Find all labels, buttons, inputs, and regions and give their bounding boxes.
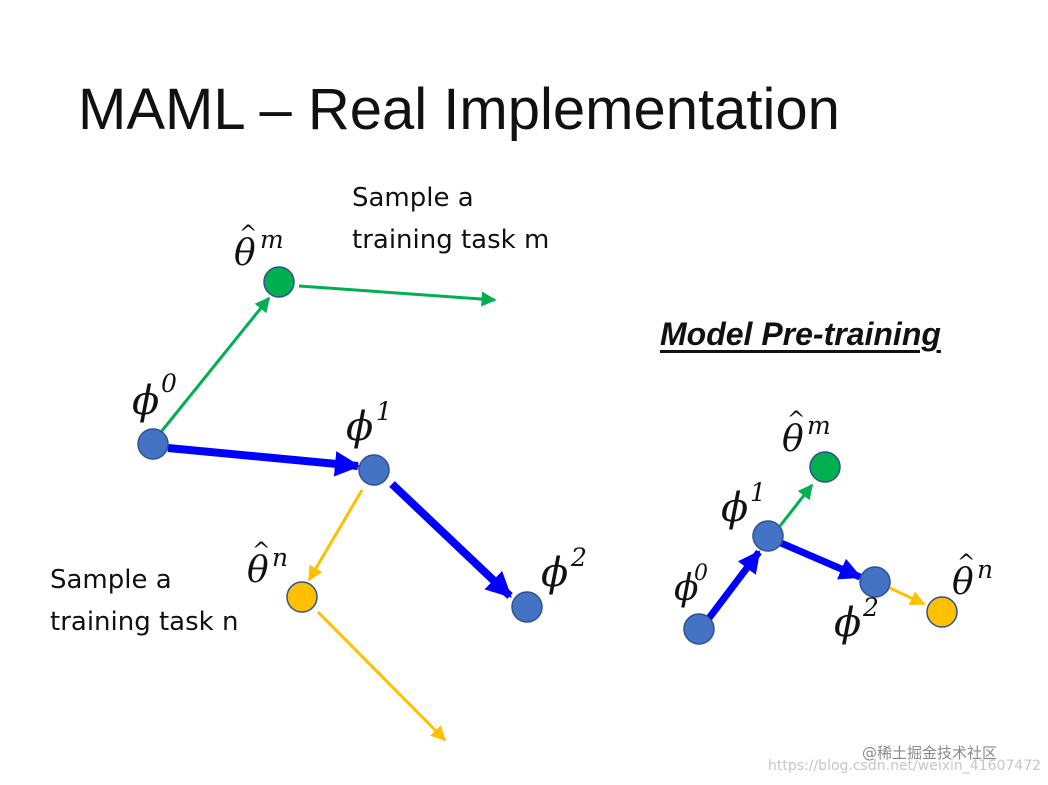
pre-node-phi0 xyxy=(683,613,715,645)
caption-sample-task-m: Sample a training task m xyxy=(352,177,549,261)
svg-text:2: 2 xyxy=(862,593,879,622)
pre-label-theta-m: θ ^ m xyxy=(782,408,831,460)
svg-text:n: n xyxy=(977,555,993,584)
svg-text:θ: θ xyxy=(782,419,804,460)
caption-task-n-line-2: training task n xyxy=(50,607,239,637)
arrow-phi1-to-theta-n xyxy=(307,489,364,582)
caption-task-m-line-2: training task m xyxy=(352,225,550,255)
arrow-phi0-to-phi1 xyxy=(167,444,361,477)
svg-text:m: m xyxy=(807,411,831,440)
arrow-pre-phi1-to-theta-m xyxy=(778,483,814,527)
svg-text:2: 2 xyxy=(570,543,587,572)
pre-label-theta-n: θ ^ n xyxy=(952,551,993,603)
arrow-phi0-to-theta-m xyxy=(159,296,271,433)
svg-text:ϕ: ϕ xyxy=(721,485,748,531)
svg-text:θ: θ xyxy=(952,562,974,603)
svg-text:n: n xyxy=(272,543,288,572)
svg-text:θ: θ xyxy=(247,550,269,591)
svg-text:0: 0 xyxy=(694,561,708,586)
node-phi0 xyxy=(137,428,169,460)
svg-text:ϕ: ϕ xyxy=(834,600,861,646)
svg-text:1: 1 xyxy=(750,478,766,507)
label-phi0: ϕ 0 xyxy=(132,369,177,424)
pre-node-phi1 xyxy=(752,520,784,552)
arrow-pre-phi1-to-phi2 xyxy=(779,539,863,581)
svg-text:^: ^ xyxy=(787,408,805,433)
arrow-pre-phi2-to-theta-n xyxy=(889,586,926,606)
svg-text:ϕ: ϕ xyxy=(346,404,373,450)
svg-text:^: ^ xyxy=(957,551,975,576)
svg-text:^: ^ xyxy=(252,539,270,564)
label-theta-n: θ ^ n xyxy=(247,539,288,591)
pre-label-phi0: ϕ 0 xyxy=(674,561,708,609)
pre-label-phi2: ϕ 2 xyxy=(834,593,879,646)
svg-text:ϕ: ϕ xyxy=(674,568,699,609)
svg-text:ϕ: ϕ xyxy=(132,378,159,424)
caption-task-n-line-1: Sample a xyxy=(50,565,172,595)
label-theta-m: θ ^ m xyxy=(234,222,284,274)
node-theta-m xyxy=(263,266,295,298)
slide-title: MAML – Real Implementation xyxy=(78,77,840,142)
pre-label-phi1: ϕ 1 xyxy=(721,478,766,531)
svg-text:θ: θ xyxy=(234,233,256,274)
watermark-juejin: @稀土掘金技术社区 xyxy=(862,744,998,762)
caption-sample-task-n: Sample a training task n xyxy=(50,559,238,643)
label-phi1: ϕ 1 xyxy=(346,397,392,450)
pre-node-theta-n xyxy=(926,596,958,628)
svg-text:0: 0 xyxy=(161,369,177,398)
pre-node-theta-m xyxy=(809,451,841,483)
model-pretraining-label: Model Pre-training xyxy=(660,316,941,352)
node-theta-n xyxy=(286,581,318,613)
svg-text:ϕ: ϕ xyxy=(541,550,568,596)
arrow-pre-phi0-to-phi1 xyxy=(697,549,762,633)
node-phi1 xyxy=(358,454,390,486)
watermark-url: https://blog.csdn.net/weixin_41607472 xyxy=(768,758,1042,774)
arrow-theta-m-gradient xyxy=(298,284,497,307)
arrow-theta-n-gradient xyxy=(316,610,447,742)
arrow-phi1-to-phi2 xyxy=(389,481,513,599)
svg-text:1: 1 xyxy=(376,397,392,426)
svg-text:^: ^ xyxy=(239,222,257,247)
svg-text:m: m xyxy=(260,225,284,254)
caption-task-m-line-1: Sample a xyxy=(352,183,474,213)
node-phi2 xyxy=(511,591,543,623)
label-phi2: ϕ 2 xyxy=(541,543,587,596)
pre-node-phi2 xyxy=(859,566,891,598)
